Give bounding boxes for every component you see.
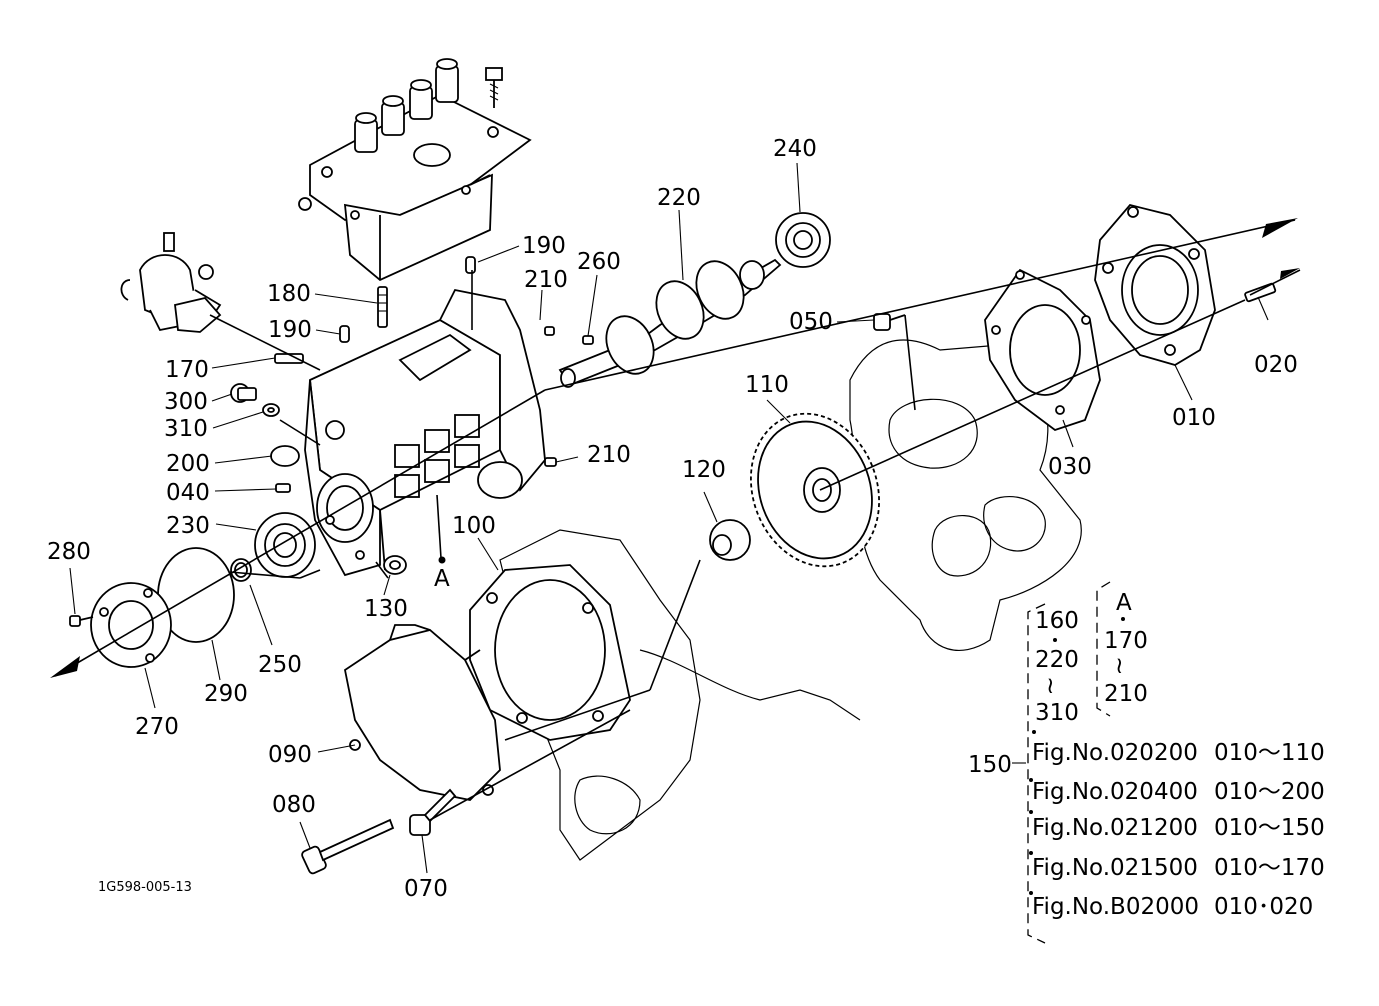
callout-180: 180 — [267, 281, 311, 307]
note-bracket-right — [1096, 581, 1111, 717]
callout-120: 120 — [682, 457, 726, 483]
gasket-100 — [469, 564, 631, 741]
callout-090: 090 — [268, 742, 312, 768]
callout-030: 030 — [1048, 454, 1092, 480]
note-dot — [1029, 778, 1033, 782]
note-150: 150 — [968, 752, 1012, 778]
group-note: 160 A 170 ≀ 210 220 ≀ 310 150 Fig.No.020… — [968, 581, 1325, 944]
callout-170: 170 — [165, 357, 209, 383]
callout-010: 010 — [1172, 405, 1216, 431]
note-a: A — [1116, 590, 1132, 616]
callout-300: 300 — [164, 389, 208, 415]
callout-250: 250 — [258, 652, 302, 678]
callout-220: 220 — [657, 185, 701, 211]
plug-and-washer — [230, 383, 300, 467]
ref-range-2: 010～200 — [1214, 779, 1325, 805]
callout-070: 070 — [404, 876, 448, 902]
note-tilde-1: ≀ — [1115, 653, 1124, 679]
callout-190: 190 — [268, 317, 312, 343]
bolt-080 — [301, 818, 395, 875]
cover-090 — [343, 624, 501, 801]
ref-fig-2: Fig.No.020400 — [1032, 779, 1198, 805]
callout-080: 080 — [272, 792, 316, 818]
note-dot — [1053, 638, 1057, 642]
bearing-230 — [254, 512, 316, 578]
gear-110 — [750, 412, 880, 568]
ref-fig-5: Fig.No.B02000 — [1032, 894, 1199, 920]
drawing-code: 1G598-005-13 — [98, 880, 192, 895]
stud-020 — [1244, 282, 1277, 303]
screw-280 — [69, 615, 94, 627]
bolt-070 — [409, 788, 457, 836]
ref-range-4: 010～170 — [1214, 855, 1325, 881]
snap-ring-250 — [230, 558, 252, 582]
gear-case — [304, 288, 546, 577]
nut-130 — [383, 555, 407, 575]
bearing-240 — [775, 212, 831, 268]
note-210: 210 — [1104, 681, 1148, 707]
callout-200: 200 — [166, 451, 210, 477]
callout-110: 110 — [745, 372, 789, 398]
gasket-030 — [984, 268, 1101, 432]
reference-point-a — [438, 556, 446, 564]
callout-310: 310 — [164, 416, 208, 442]
leader-lines — [69, 162, 1269, 874]
callout-050: 050 — [789, 309, 833, 335]
callout-290: 290 — [204, 681, 248, 707]
ref-range-5: 010･020 — [1214, 894, 1313, 920]
assembly-lines — [50, 218, 1301, 821]
note-dot — [1032, 730, 1036, 734]
note-bracket-left — [1027, 603, 1046, 944]
note-dot — [1029, 810, 1033, 814]
callout-260: 260 — [577, 249, 621, 275]
callout-210: 210 — [587, 442, 631, 468]
callout-280: 280 — [47, 539, 91, 565]
note-dot — [1121, 617, 1125, 621]
callout-130: 130 — [364, 596, 408, 622]
ref-range-3: 010～150 — [1214, 815, 1325, 841]
injection-pump — [298, 58, 532, 282]
bolt-050 — [873, 313, 906, 331]
callout-020: 020 — [1254, 352, 1298, 378]
note-170: 170 — [1104, 628, 1148, 654]
note-tilde-2: ≀ — [1046, 673, 1055, 699]
callout-190: 190 — [522, 233, 566, 259]
callout-270: 270 — [135, 714, 179, 740]
ref-fig-1: Fig.No.020200 — [1032, 740, 1198, 766]
callout-100: 100 — [452, 513, 496, 539]
callout-240: 240 — [773, 136, 817, 162]
note-220: 220 — [1035, 647, 1079, 673]
collar-120 — [709, 519, 751, 561]
note-160: 160 — [1035, 608, 1079, 634]
ref-fig-4: Fig.No.021500 — [1032, 855, 1198, 881]
engine-block-background — [499, 339, 1082, 861]
callout-230: 230 — [166, 513, 210, 539]
callout-210: 210 — [524, 267, 568, 293]
note-dot — [1029, 891, 1033, 895]
plate-270 — [90, 582, 172, 668]
ref-range-1: 010～110 — [1214, 740, 1325, 766]
callout-040: 040 — [166, 480, 210, 506]
camshaft — [558, 258, 782, 388]
ref-fig-3: Fig.No.021200 — [1032, 815, 1198, 841]
feed-pump — [120, 232, 222, 333]
note-dot — [1029, 851, 1033, 855]
callouts: 240 220 190 260 210 180 050 190 170 300 … — [47, 136, 1298, 902]
callout-a: A — [434, 566, 450, 592]
note-310: 310 — [1035, 700, 1079, 726]
pins — [274, 256, 557, 493]
